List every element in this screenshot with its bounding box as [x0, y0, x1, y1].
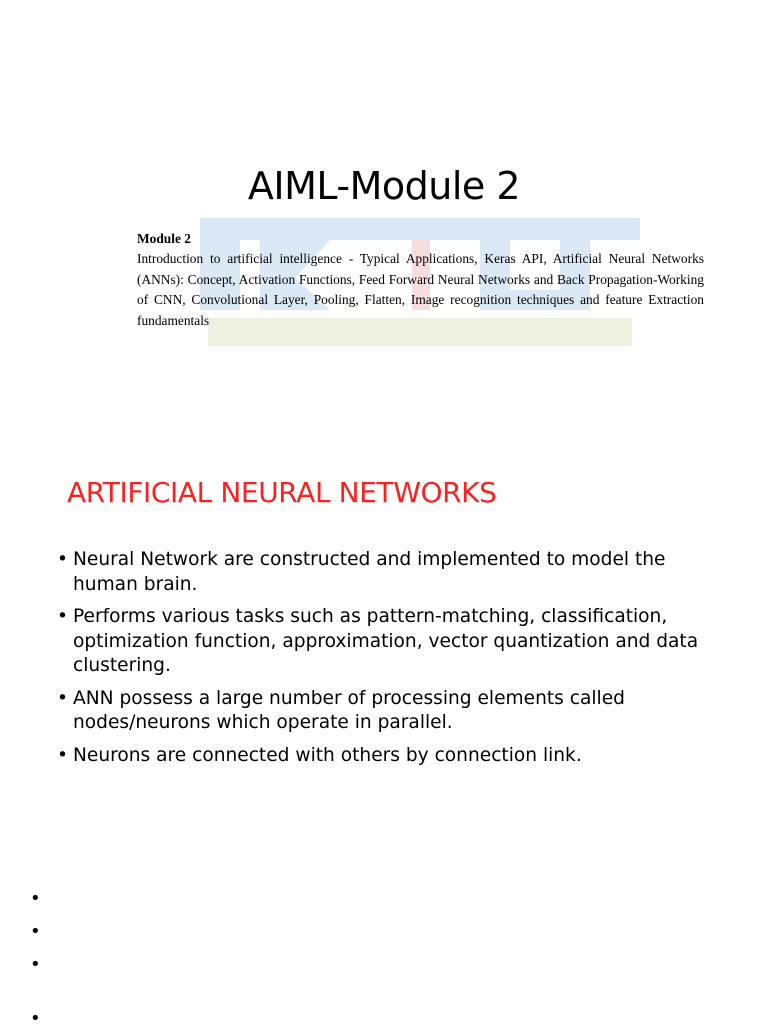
watermark-red-stripe [412, 240, 430, 310]
bullet-text: ANN possess a large number of processing… [73, 687, 625, 734]
bullet-text: Neurons are connected with others by con… [73, 744, 582, 766]
bullet-dot: • [57, 744, 68, 766]
slide-title: AIML-Module 2 [247, 164, 521, 208]
watermark-u-base [480, 290, 590, 310]
slide-2: ARTIFICIAL NEURAL NETWORKS • Neural Netw… [0, 432, 768, 1028]
empty-bullet: • [30, 1008, 41, 1029]
slide-1: AIML-Module 2 Module 2 Introduction to a… [0, 0, 768, 432]
syllabus-heading: Module 2 [137, 231, 191, 246]
watermark-band-bottom [208, 318, 632, 346]
watermark-bar-left [200, 240, 240, 310]
watermark-k-shape [260, 240, 330, 310]
bullet-dot: • [57, 549, 68, 570]
bullet-dot: • [57, 606, 68, 627]
bullet-text: Neural Network are constructed and imple… [73, 549, 666, 595]
bullet-item: • Neurons are connected with others by c… [57, 744, 717, 769]
watermark-band-top [200, 218, 640, 240]
bullet-item: • Performs various tasks such as pattern… [57, 605, 717, 679]
bullet-text: Performs various tasks such as pattern-m… [73, 606, 699, 676]
section-heading: ARTIFICIAL NEURAL NETWORKS [67, 476, 497, 509]
syllabus-text: Introduction to artificial intelligence … [137, 251, 704, 328]
bullet-list: • Neural Network are constructed and imp… [57, 548, 717, 776]
empty-bullet: • [30, 954, 41, 975]
empty-bullet: • [30, 921, 41, 942]
syllabus-box: Module 2 Introduction to artificial inte… [137, 229, 704, 331]
bullet-dot: • [57, 687, 68, 709]
bullet-item: • Neural Network are constructed and imp… [57, 548, 717, 597]
bullet-item: • ANN possess a large number of processi… [57, 687, 717, 736]
watermark-logo [200, 218, 640, 346]
empty-bullet: • [30, 888, 41, 909]
